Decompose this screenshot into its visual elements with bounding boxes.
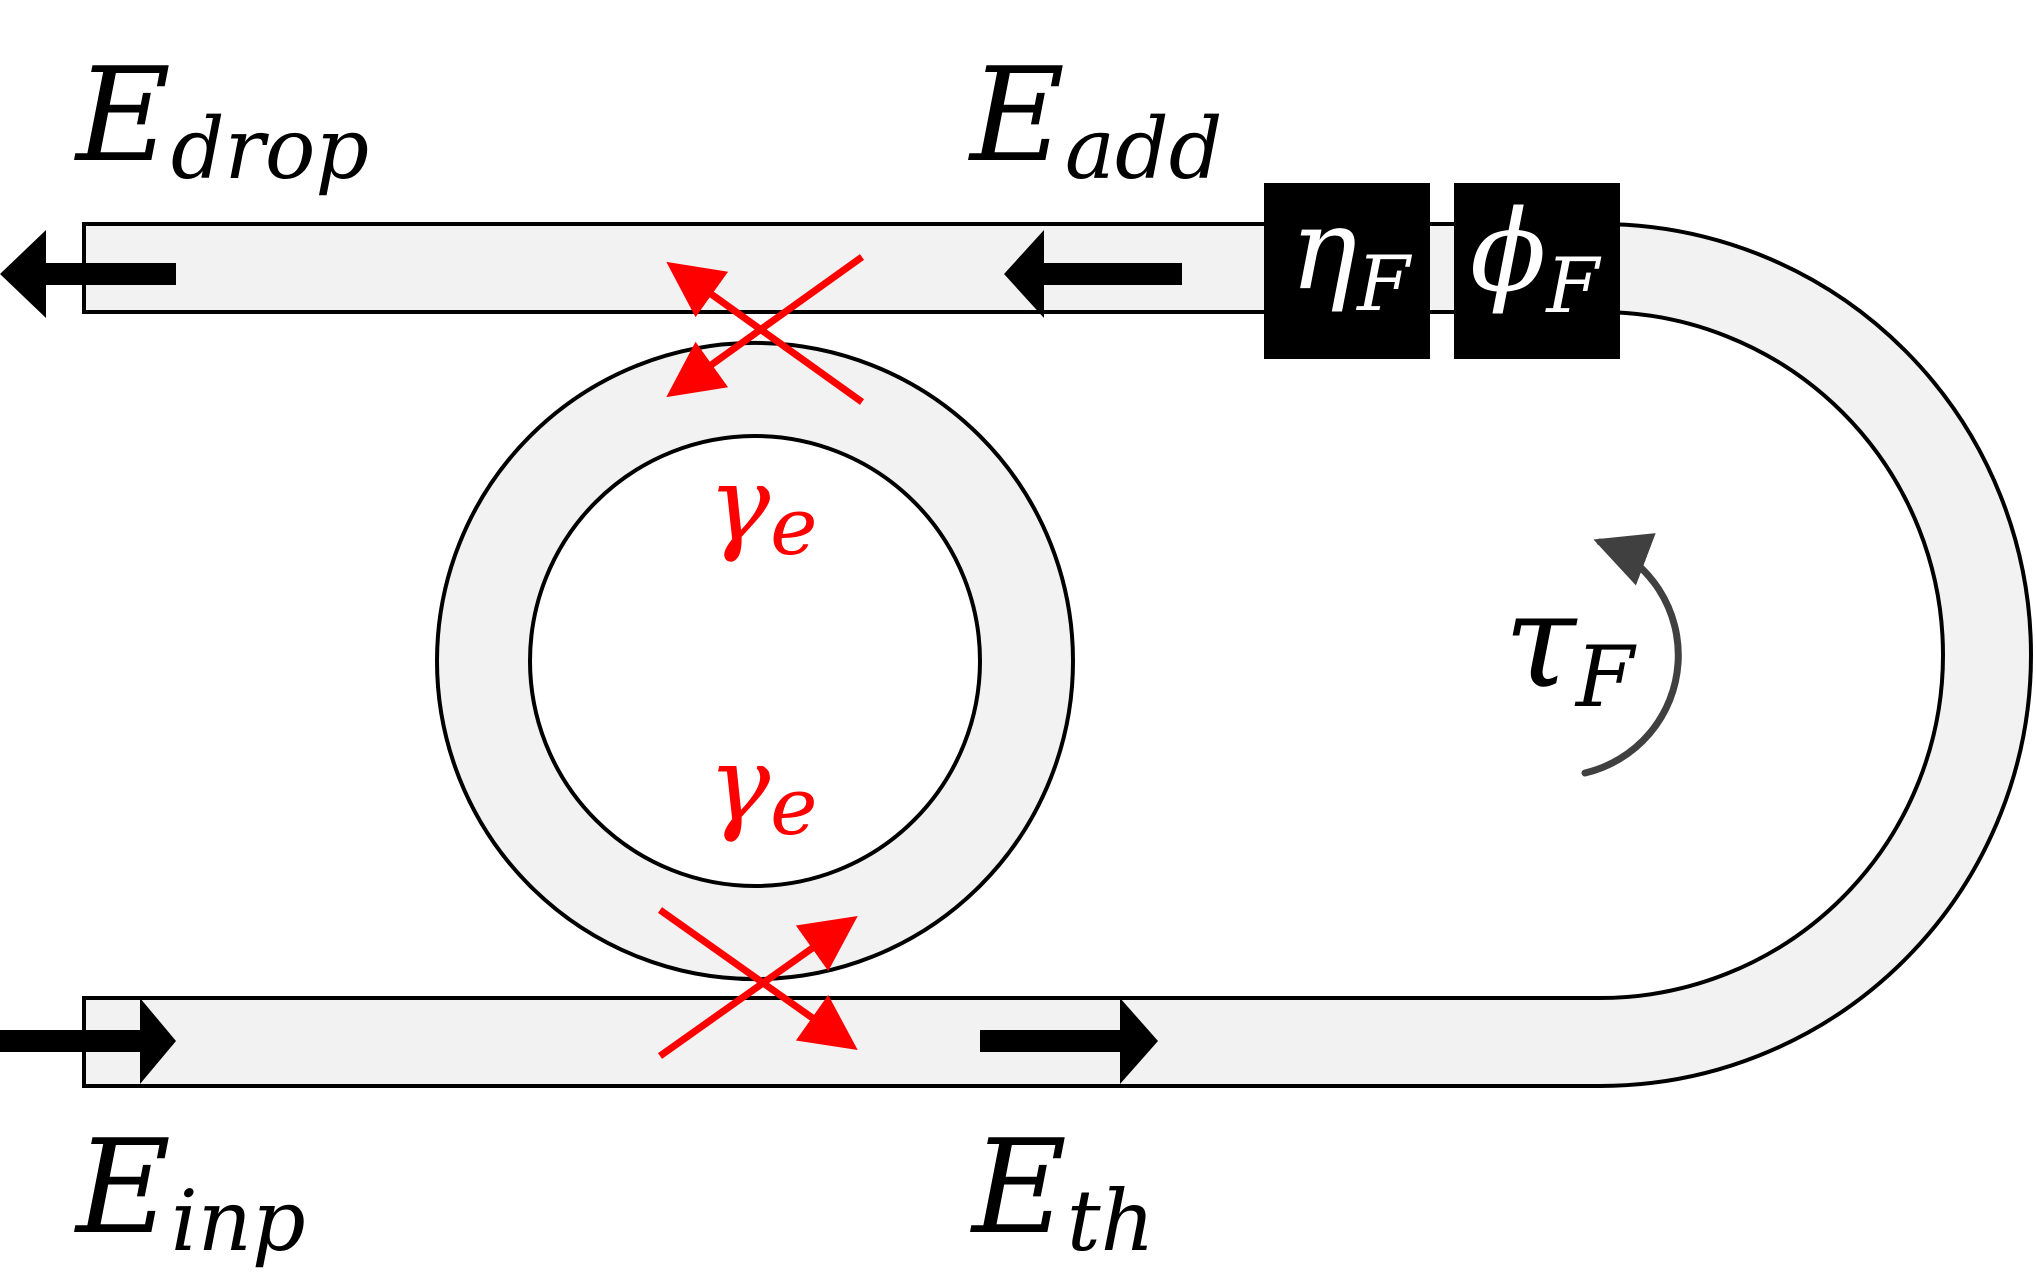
through-port-label: Eth [970, 1111, 1155, 1270]
phase-label: ϕF [1470, 187, 1601, 330]
add-port-label: Eadd [968, 39, 1223, 198]
phase-box [1454, 183, 1620, 359]
attenuation-label: ηF [1290, 185, 1412, 328]
delay-circulation-arrow [1581, 533, 1682, 777]
drop-port-arrow [0, 230, 176, 318]
drop-port-label: Edrop [74, 39, 369, 198]
input-port-label: Einp [74, 1111, 306, 1270]
delay-label: τF [1504, 565, 1637, 726]
feedback-waveguide [82, 222, 2033, 1088]
input-arrow [0, 998, 176, 1084]
bottom-coupling-label: γe [708, 723, 818, 853]
top-coupling-arrows [666, 254, 865, 405]
add-direction-arrow [1004, 230, 1182, 318]
through-arrow [980, 998, 1158, 1084]
top-coupling-label: γe [708, 443, 818, 573]
ring-resonator [434, 341, 1076, 981]
bottom-coupling-arrows [657, 907, 858, 1059]
attenuation-box [1264, 183, 1430, 359]
